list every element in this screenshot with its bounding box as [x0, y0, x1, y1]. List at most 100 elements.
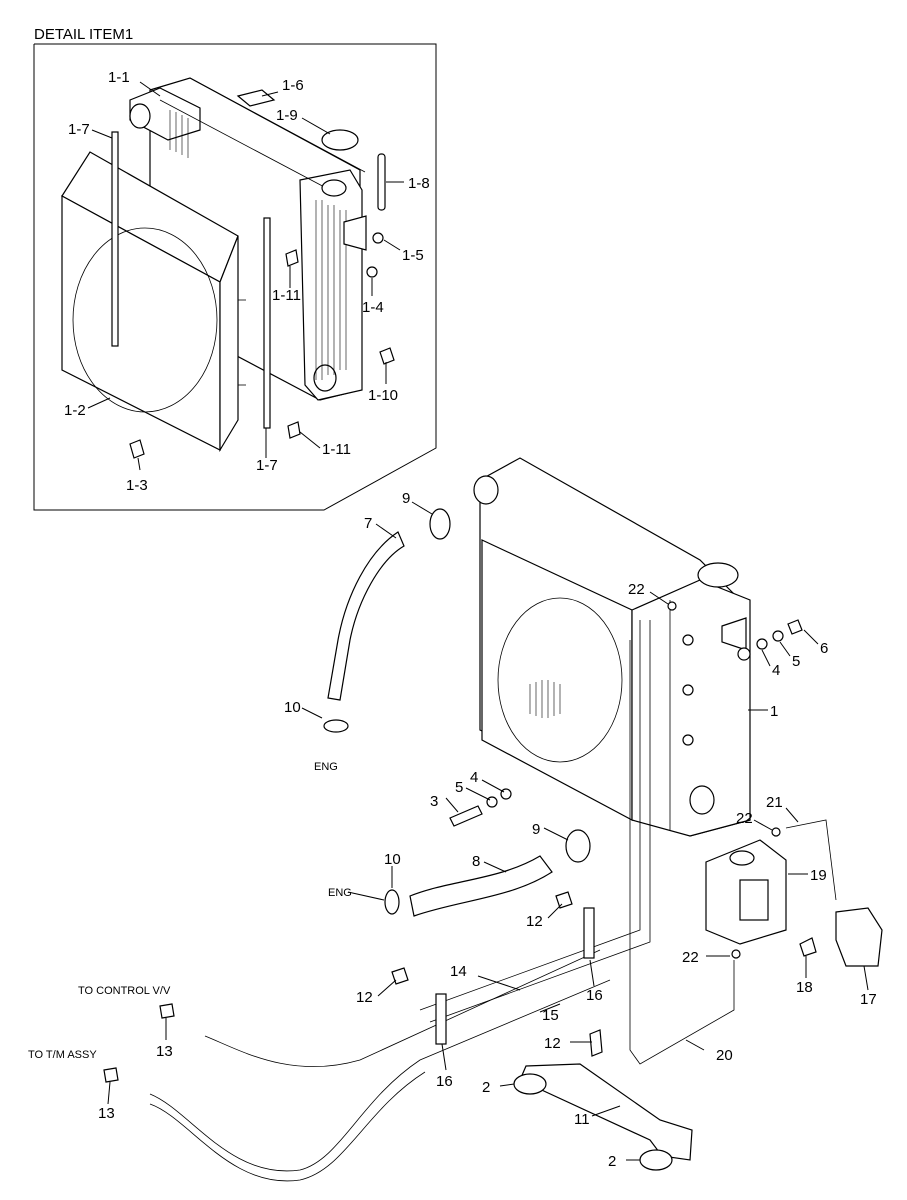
note-eng-upper: ENG — [314, 761, 338, 773]
reserve-tank — [705, 839, 787, 945]
label-4-left: 4 — [470, 769, 478, 786]
main-inlet — [473, 475, 499, 505]
flat-washer-lower — [500, 788, 512, 800]
label-10-lower: 10 — [384, 851, 401, 868]
label-17: 17 — [860, 991, 877, 1008]
label-12-mid: 12 — [356, 989, 373, 1006]
label-1-2: 1-2 — [64, 402, 86, 419]
label-13-lower: 13 — [98, 1105, 115, 1122]
label-2-lower: 2 — [608, 1153, 616, 1170]
flat-washer-upper — [756, 638, 768, 650]
detail-washer — [366, 266, 378, 278]
detail-overflow-pipe — [377, 153, 386, 211]
spring-washer — [486, 796, 498, 808]
label-1-10: 1-10 — [368, 387, 398, 404]
label-12-upper: 12 — [526, 913, 543, 930]
cooler-line-a — [204, 949, 601, 1068]
label-12-lower: 12 — [544, 1035, 561, 1052]
lower-engine-clamp-upper — [323, 719, 349, 733]
main-radiator-cap — [697, 562, 739, 588]
rubber-mount-lower — [639, 1149, 673, 1171]
spring-washer-upper — [772, 630, 784, 642]
detail-seal-strip-left — [111, 131, 119, 347]
bracket-bolt — [799, 937, 817, 957]
detail-bolt-lower — [287, 421, 301, 439]
label-20: 20 — [716, 1047, 733, 1064]
detail-shroud-bolt — [129, 439, 145, 459]
fitting-tm — [103, 1067, 119, 1083]
label-1-7-right: 1-7 — [256, 457, 278, 474]
detail-plug — [372, 232, 384, 244]
detail-fan-shroud — [61, 151, 246, 453]
upper-hose-clamp — [429, 508, 451, 540]
detail-seal-strip-right — [263, 217, 271, 429]
note-to-tm-assy: TO T/M ASSY — [28, 1049, 97, 1061]
engine-side-clamp — [384, 889, 400, 915]
pipe-clamp-left — [435, 993, 447, 1045]
mount-nut — [787, 619, 803, 635]
label-9-lower: 9 — [532, 821, 540, 838]
label-22-lower: 22 — [682, 949, 699, 966]
main-leaders — [107, 501, 869, 1161]
cooler-line-b — [149, 979, 611, 1172]
main-radiator-assembly — [473, 457, 751, 837]
label-14: 14 — [450, 963, 467, 980]
label-8: 8 — [472, 853, 480, 870]
detail-title: DETAIL ITEM1 — [34, 26, 133, 43]
label-11: 11 — [574, 1111, 590, 1128]
label-18: 18 — [796, 979, 813, 996]
label-13-upper: 13 — [156, 1043, 173, 1060]
label-1-3: 1-3 — [126, 477, 148, 494]
label-19: 19 — [810, 867, 827, 884]
label-2-upper: 2 — [482, 1079, 490, 1096]
label-1-7-left: 1-7 — [68, 121, 90, 138]
lower-hose — [409, 855, 553, 917]
rubber-mount-upper — [513, 1073, 547, 1095]
label-1-11-lower: 1-11 — [322, 441, 351, 458]
label-1-9: 1-9 — [276, 107, 298, 124]
cooler-pipe-upper — [419, 620, 641, 1011]
label-1-8: 1-8 — [408, 175, 430, 192]
tank-hose — [629, 640, 735, 1065]
label-15: 15 — [542, 1007, 559, 1024]
note-to-control-vv: TO CONTROL V/V — [78, 985, 171, 997]
detail-leaders — [87, 81, 404, 471]
label-22-upper: 22 — [628, 581, 645, 598]
detail-bolt-upper — [285, 249, 299, 267]
bracket-bolt-12 — [589, 1029, 603, 1057]
label-10-upper: 10 — [284, 699, 301, 716]
fitting-control — [159, 1003, 175, 1019]
detail-drain-cock — [379, 347, 395, 365]
label-6: 6 — [820, 640, 828, 657]
label-1-11-upper: 1-11 — [272, 287, 301, 304]
tank-bracket — [835, 907, 883, 967]
lower-hose-clamp — [565, 829, 591, 863]
label-1: 1 — [770, 703, 778, 720]
label-1-1: 1-1 — [108, 69, 130, 86]
main-core-fins — [529, 680, 561, 718]
detail-radiator-cap — [321, 129, 359, 151]
label-3: 3 — [430, 793, 438, 810]
pipe-clamp-right — [583, 907, 595, 959]
label-16-right: 16 — [586, 987, 603, 1004]
clamp-bolt-upper — [555, 891, 573, 909]
label-21: 21 — [766, 794, 783, 811]
overflow-hose — [785, 819, 837, 901]
mount-bolt — [449, 805, 483, 827]
note-eng-lower: ENG — [328, 887, 352, 899]
label-9-upper: 9 — [402, 490, 410, 507]
label-1-6: 1-6 — [282, 77, 304, 94]
label-5-right: 5 — [792, 653, 800, 670]
main-outlet — [689, 785, 715, 815]
label-4-right: 4 — [772, 662, 780, 679]
label-22-tank: 22 — [736, 810, 753, 827]
detail-label-plate — [236, 89, 276, 107]
lower-bracket — [519, 1063, 693, 1161]
label-1-4: 1-4 — [362, 299, 384, 316]
label-16-left: 16 — [436, 1073, 453, 1090]
label-7: 7 — [364, 515, 372, 532]
label-5-left: 5 — [455, 779, 463, 796]
label-1-5: 1-5 — [402, 247, 424, 264]
detail-item1-panel: DETAIL ITEM1 — [33, 26, 437, 511]
